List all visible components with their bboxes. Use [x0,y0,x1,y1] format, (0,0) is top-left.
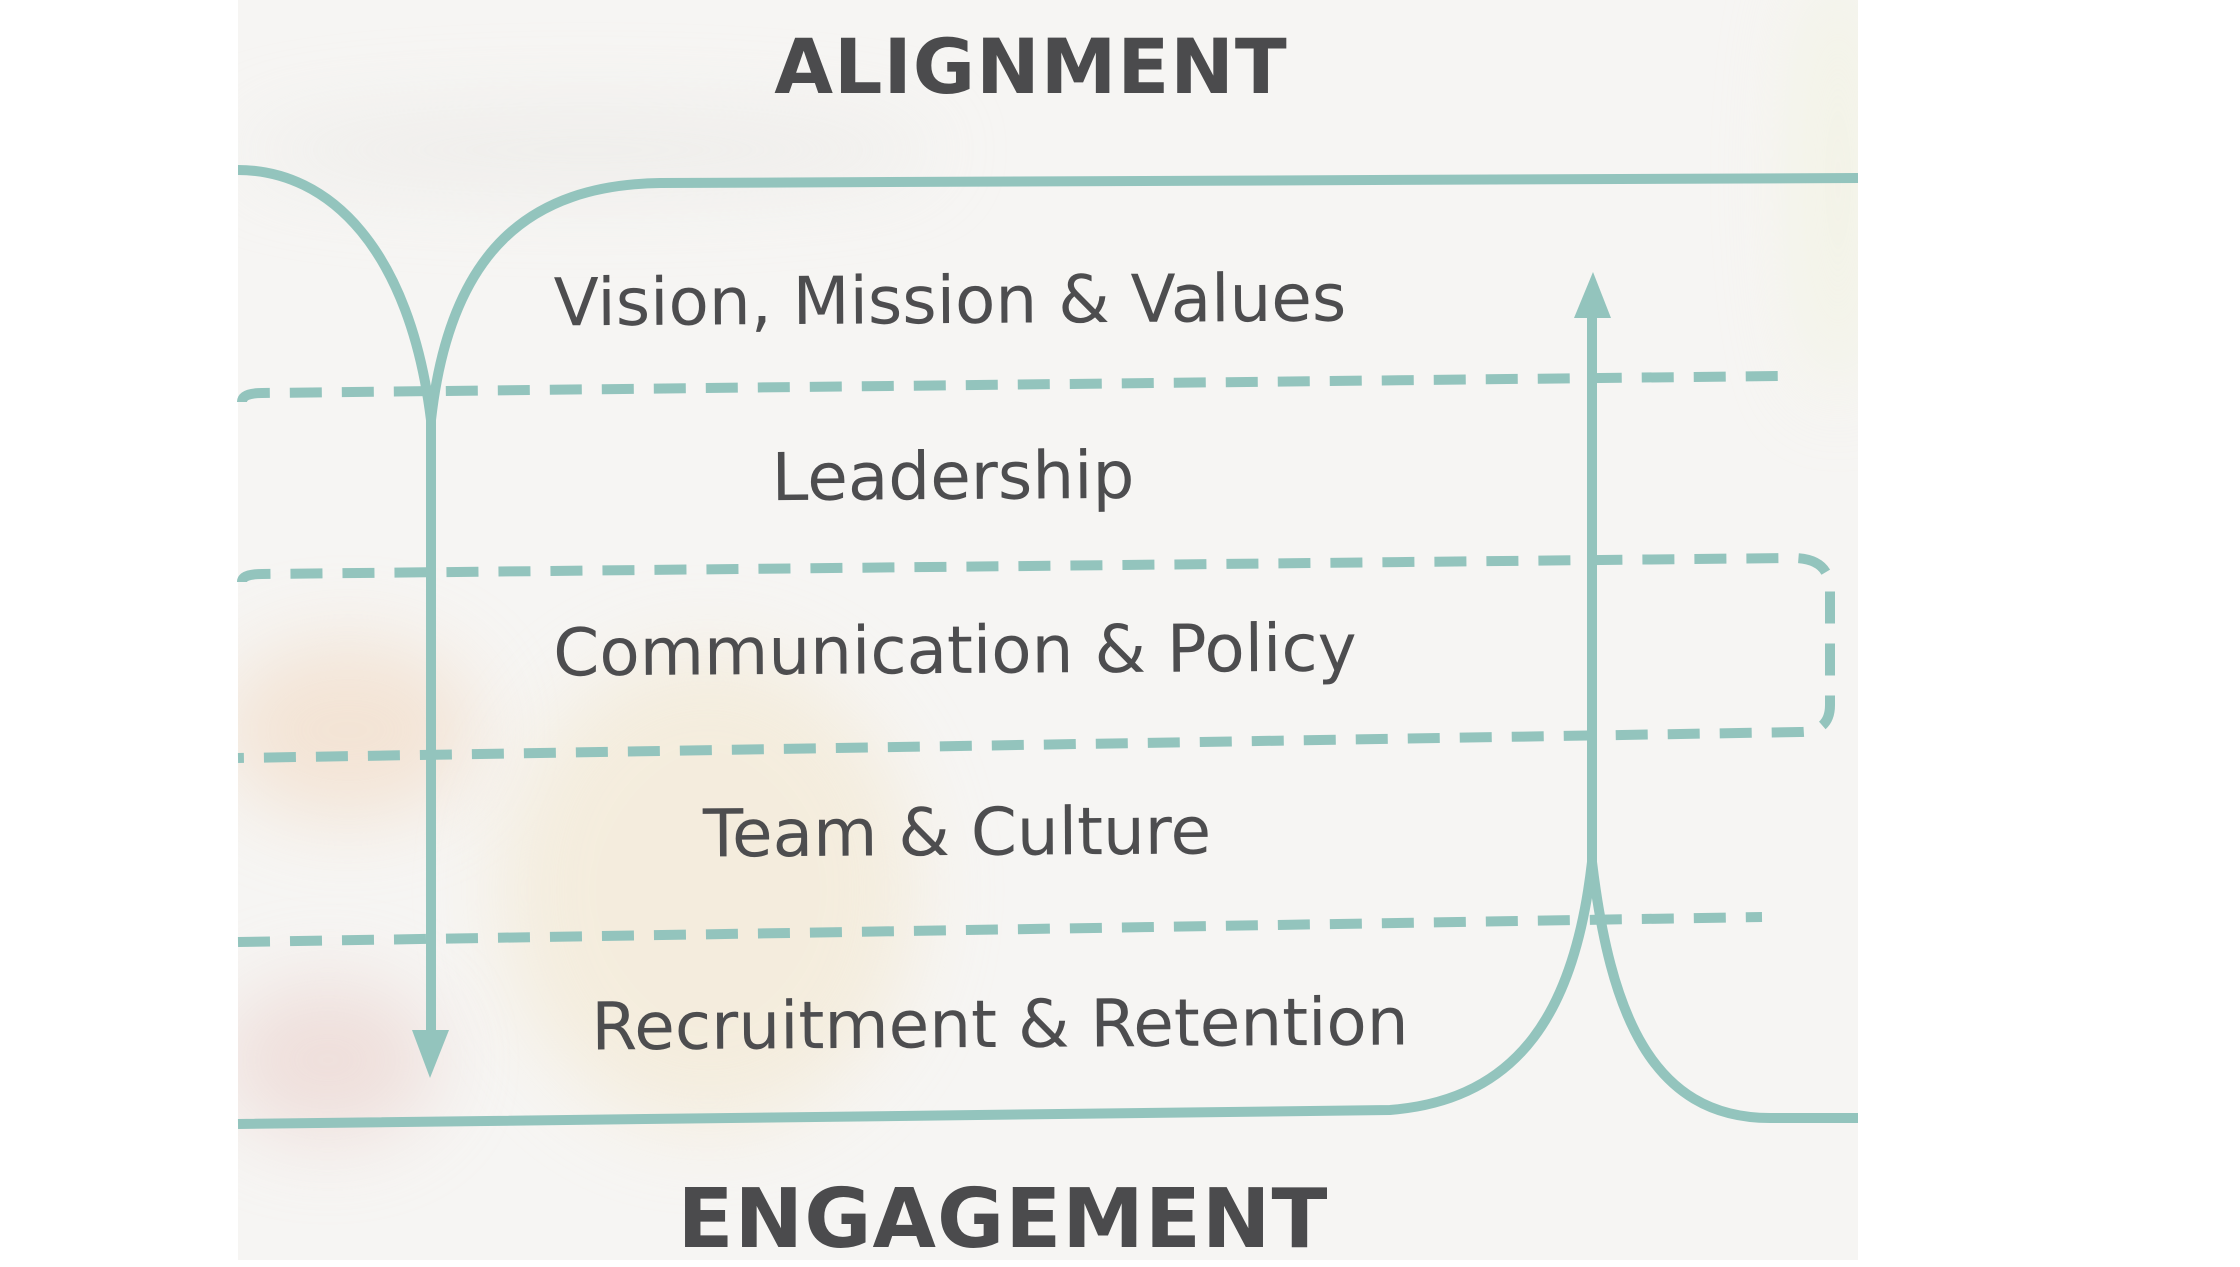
background-blur-orange [238,640,478,820]
layer-label-team: Team & Culture [702,792,1212,873]
top-boundary-line [237,165,1859,421]
layer-label-leadership: Leadership [771,436,1135,517]
background-blur-cream [498,650,918,1130]
layer-label-communication: Communication & Policy [553,609,1357,692]
layer-label-vision: Vision, Mission & Values [553,259,1347,342]
down-arrowhead-icon [412,1030,449,1078]
alignment-heading: ALIGNMENT [774,22,1288,111]
engagement-heading: ENGAGEMENT [677,1172,1329,1267]
background-blur-pink [238,980,438,1140]
background-blur-top [238,110,938,190]
layer-dividers [237,371,1835,947]
up-arrowhead-icon [1574,272,1611,318]
divider-3 [237,912,1763,947]
layer-label-recruitment: Recruitment & Retention [591,983,1409,1066]
divider-1 [237,371,1781,403]
divider-2 [237,552,1835,763]
